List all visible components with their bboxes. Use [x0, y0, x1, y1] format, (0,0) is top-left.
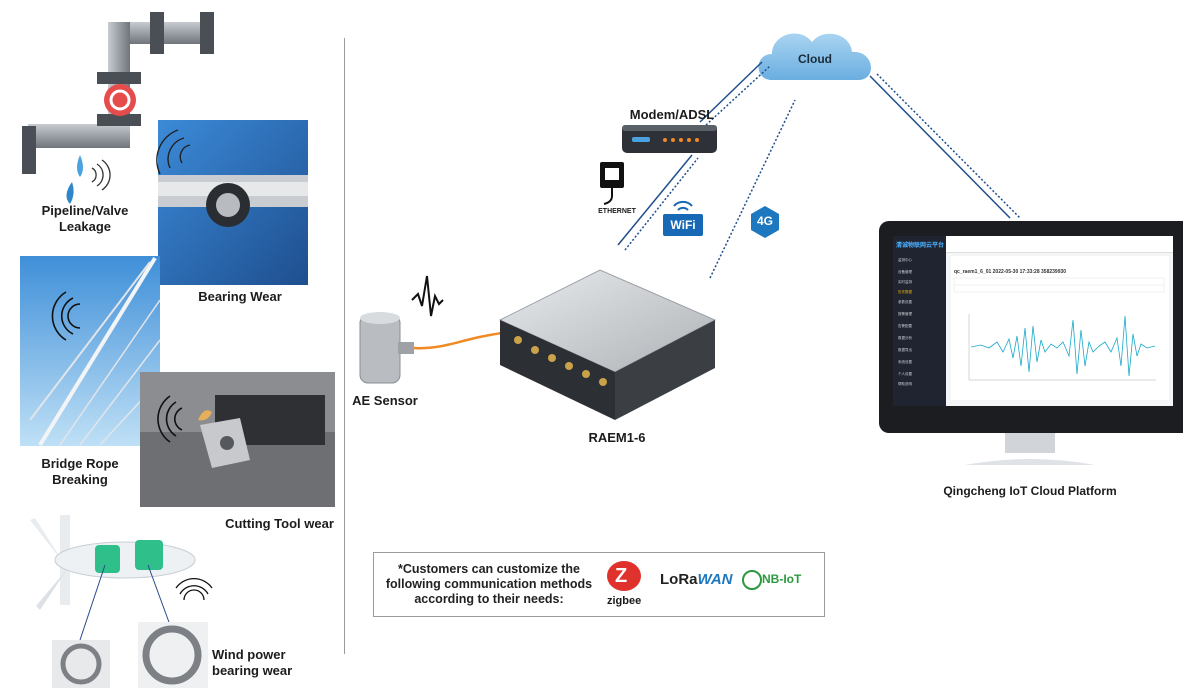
- ae-sensor-label: AE Sensor: [352, 393, 418, 408]
- platform-label: Qingcheng IoT Cloud Platform: [943, 484, 1117, 498]
- screen-chart: [953, 277, 1165, 381]
- screen-waveform-line: [970, 315, 1156, 377]
- zigbee-label: zigbee: [607, 595, 642, 607]
- screen-menu-item: 实时监测: [898, 280, 912, 284]
- note-line2: following communication methods: [385, 577, 593, 591]
- screen-topbar: [946, 236, 1173, 253]
- wifi-label: WiFi: [670, 218, 696, 232]
- customization-note: *Customers can customize the following c…: [373, 552, 825, 617]
- screen-sidebar: 清诚物联网云平台 监测中心 设备管理 实时监测 历史数据 参数设置 报警管理 告…: [893, 236, 946, 406]
- screen-menu-item: 个人设置: [898, 372, 912, 376]
- bearing-illustration: [156, 120, 308, 285]
- raem-device-illustration: [498, 269, 717, 420]
- screen-heading: qc_raem1_6_01 2022-05-30 17:33:28 358239…: [954, 269, 1067, 275]
- nbiot-globe-icon: [742, 570, 762, 590]
- modem-label: Modem/ADSL: [629, 107, 715, 122]
- lorawan-lo: LoRa: [660, 571, 698, 588]
- screen-title: 清诚物联网云平台: [896, 243, 945, 249]
- screen-menu-item: 历史数据: [898, 290, 912, 294]
- four-g-label: 4G: [756, 214, 773, 228]
- four-g-icon: [751, 206, 779, 238]
- bridge-illustration: [20, 256, 161, 447]
- note-line3: according to their needs:: [414, 592, 564, 606]
- screen-menu-item: 数据导出: [898, 348, 912, 352]
- screen-menu-item: 数据分析: [898, 336, 912, 340]
- ethernet-label: ETHERNET: [598, 208, 636, 215]
- pipeline-label-line1: Pipeline/Valve: [41, 203, 129, 218]
- lorawan-wan: WAN: [697, 571, 733, 588]
- pipeline-illustration: [22, 12, 214, 204]
- nbiot-label: NB-IoT: [762, 572, 802, 586]
- wifi-icon: [663, 200, 703, 236]
- screen-menu-item: 报警管理: [898, 312, 912, 316]
- screen-menu-item: 告警配置: [898, 324, 912, 328]
- ethernet-icon: [600, 162, 624, 205]
- wind-label-line1: Wind power: [212, 647, 286, 662]
- cutting-tool-illustration: [140, 372, 335, 507]
- screen-menu-item: 设备管理: [898, 270, 912, 274]
- bearing-label: Bearing Wear: [198, 289, 282, 304]
- connection-lines: [617, 61, 1021, 279]
- cloud-illustration: [758, 33, 871, 80]
- screen-main-panel: qc_raem1_6_01 2022-05-30 17:33:28 358239…: [951, 256, 1169, 400]
- zigbee-logo-icon: Z: [607, 561, 641, 591]
- wind-label-line2: bearing wear: [212, 663, 293, 678]
- wind-turbine-illustration: [30, 515, 213, 688]
- cloud-label: Cloud: [798, 52, 832, 66]
- bridge-label: Bridge Rope Breaking: [25, 456, 135, 488]
- screen-menu-item: 参数设置: [898, 300, 912, 304]
- pipeline-label-line2: Leakage: [58, 219, 112, 234]
- platform-screen: 清诚物联网云平台 监测中心 设备管理 实时监测 历史数据 参数设置 报警管理 告…: [893, 236, 1173, 406]
- screen-menu-item: 帮助说明: [898, 382, 912, 386]
- screen-menu-item: 监测中心: [898, 258, 912, 262]
- bridge-label-line2: Breaking: [52, 472, 108, 487]
- modem-illustration: [622, 125, 717, 153]
- section-divider: [344, 38, 345, 654]
- lorawan-logo: LoRaWAN: [660, 571, 733, 588]
- bridge-label-line1: Bridge Rope: [41, 456, 119, 471]
- screen-menu-item: 系统设置: [898, 360, 912, 364]
- wind-label: Wind power bearing wear: [212, 647, 302, 679]
- monitor-stand: [965, 433, 1095, 465]
- pipeline-label: Pipeline/Valve Leakage: [30, 203, 140, 235]
- note-line1: *Customers can customize the: [398, 562, 580, 576]
- raem-label: RAEM1-6: [588, 430, 646, 445]
- note-text: *Customers can customize the following c…: [374, 562, 604, 607]
- cutting-label: Cutting Tool wear: [225, 516, 334, 531]
